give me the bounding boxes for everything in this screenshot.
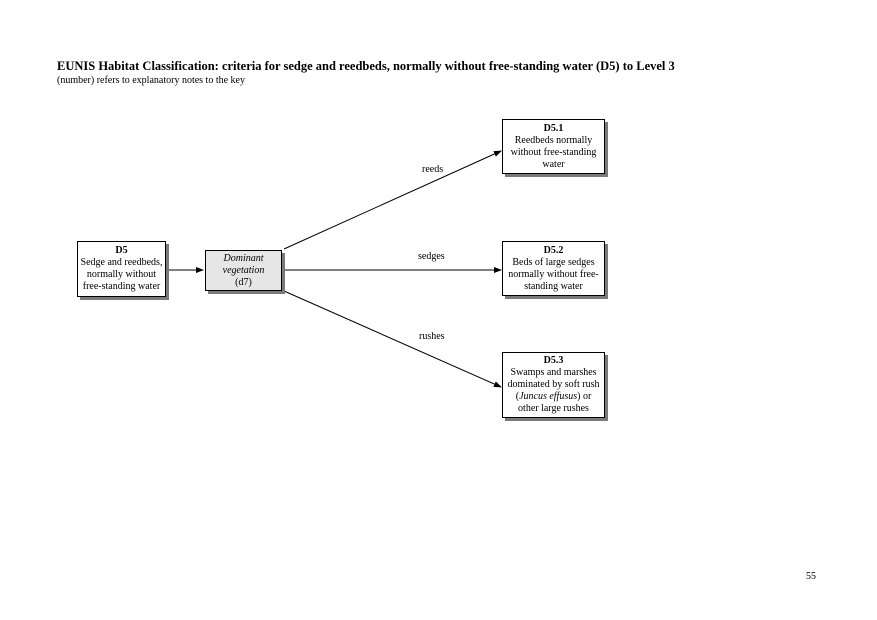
node-dominant-vegetation: Dominant vegetation (d7) [205, 250, 282, 291]
edge-label-rushes: rushes [419, 331, 445, 342]
node-d5-3-text-after: ) or other large rushes [518, 391, 592, 414]
node-d5-3-text-before: Swamps and marshes dominated by soft rus… [507, 367, 600, 402]
page-number: 55 [806, 571, 816, 582]
node-d5-3-species: Juncus effusus [519, 391, 578, 402]
page-subtitle: (number) refers to explanatory notes to … [57, 75, 245, 86]
node-d5-2-code: D5.2 [543, 244, 564, 256]
page-title: EUNIS Habitat Classification: criteria f… [57, 59, 675, 73]
node-d5-2-text: Beds of large sedges normally without fr… [508, 256, 599, 292]
edge-label-sedges: sedges [418, 251, 445, 262]
decision-criterion: Dominant vegetation [222, 252, 265, 276]
arrow-reeds [283, 150, 502, 250]
node-d5-1: D5.1 Reedbeds normally without free-stan… [502, 119, 605, 174]
node-d5-3: D5.3 Swamps and marshes dominated by sof… [502, 352, 605, 418]
node-d5-2: D5.2 Beds of large sedges normally witho… [502, 241, 605, 296]
node-d5-code: D5 [115, 245, 128, 256]
node-d5-1-text: Reedbeds normally without free-standing … [510, 134, 597, 170]
arrow-rushes [283, 290, 502, 388]
edge-label-reeds: reeds [422, 164, 444, 175]
node-d5-3-text: Swamps and marshes dominated by soft rus… [505, 367, 603, 415]
node-d5-text: Sedge and reedbeds, normally without fre… [80, 257, 163, 292]
decision-note: (d7) [235, 276, 252, 288]
node-d5: D5 Sedge and reedbeds, normally without … [77, 241, 166, 297]
node-d5-1-code: D5.1 [543, 122, 564, 134]
node-d5-3-code: D5.3 [543, 355, 564, 366]
